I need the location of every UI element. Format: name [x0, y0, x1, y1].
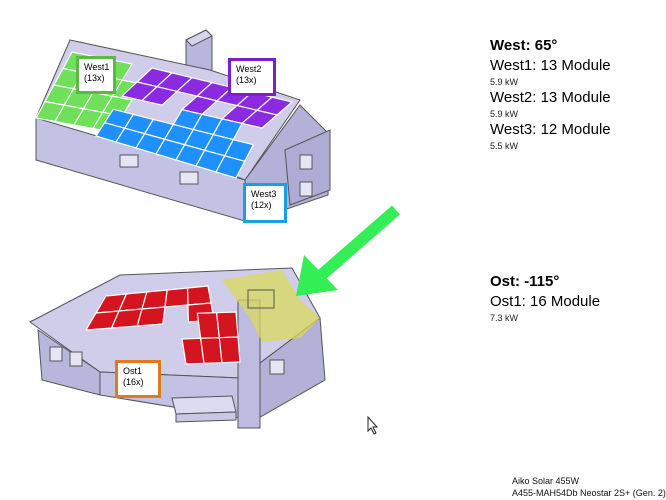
solar-panel-ost1: [218, 336, 241, 364]
label-ost1-count: (16x): [123, 377, 144, 387]
window: [299, 181, 313, 197]
ost-house: [29, 267, 326, 429]
ost1-line: Ost1: 16 Module: [490, 293, 601, 310]
module-name: Aiko Solar 455W: [512, 476, 580, 486]
west2-power: 5.9 kW: [490, 109, 519, 119]
window: [119, 154, 139, 168]
west3-power: 5.5 kW: [490, 141, 519, 151]
porch: [171, 395, 237, 415]
label-west3-name: West3: [251, 189, 277, 199]
label-west3: West3 (12x): [243, 183, 287, 223]
arrow-icon: [296, 205, 400, 296]
west3-line: West3: 12 Module: [490, 121, 611, 138]
label-west2: West2 (13x): [228, 58, 276, 96]
label-west2-name: West2: [236, 64, 262, 74]
label-west1: West1 (13x): [76, 56, 116, 94]
cursor-icon: [367, 415, 379, 435]
highlight-area: [222, 270, 320, 342]
label-west3-count: (12x): [251, 200, 272, 210]
window: [69, 351, 83, 367]
label-west2-count: (13x): [236, 75, 257, 85]
ost1-power: 7.3 kW: [490, 313, 519, 323]
window: [179, 171, 199, 185]
solar-panel-west2: [140, 86, 179, 106]
window: [49, 346, 63, 362]
module-model: A455-MAH54Db Neostar 2S+ (Gen. 2): [512, 488, 666, 498]
west-header: West: 65°: [490, 37, 558, 54]
solar-panel-ost1: [199, 337, 223, 364]
label-ost1-name: Ost1: [123, 366, 143, 376]
window: [299, 154, 313, 170]
solar-panel-ost1: [136, 306, 166, 327]
solar-panel-west3: [215, 155, 246, 179]
west1-line: West1: 13 Module: [490, 57, 611, 74]
solar-panel-ost1: [164, 287, 189, 308]
solar-panel-ost1: [196, 312, 220, 339]
label-ost1: Ost1 (16x): [115, 360, 161, 398]
solar-panel-ost1: [216, 311, 239, 339]
label-west1-name: West1: [84, 62, 110, 72]
label-west1-count: (13x): [84, 73, 105, 83]
ost-header: Ost: -115°: [490, 273, 560, 290]
west2-line: West2: 13 Module: [490, 89, 611, 106]
solar-panel-ost1: [186, 285, 212, 306]
west1-power: 5.9 kW: [490, 77, 519, 87]
solar-panel-west2: [240, 109, 279, 129]
window: [269, 359, 285, 375]
